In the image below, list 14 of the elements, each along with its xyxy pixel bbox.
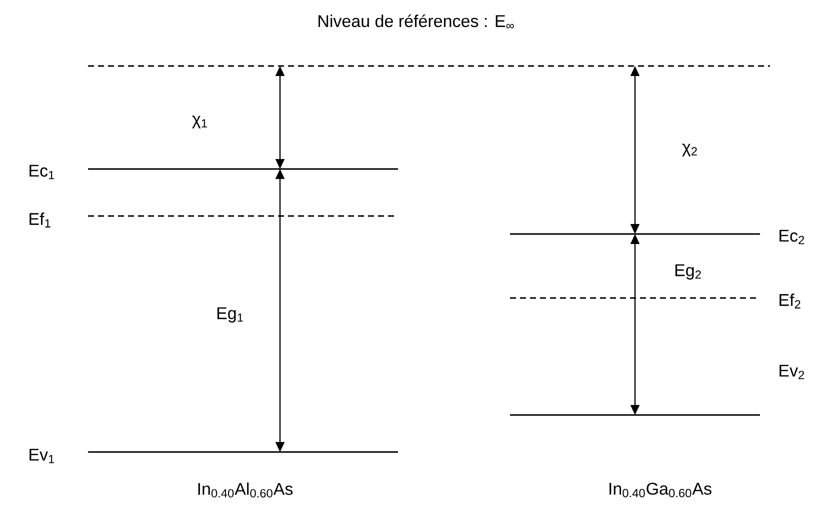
material-label: In$_{0.40}$Ga$_{0.60}$As	[610, 482, 712, 498]
level-label: Ef$_{2}$	[780, 294, 800, 308]
edge-label: Eg$_{1}$	[217, 307, 243, 323]
material-label: In$_{0.40}$Al$_{0.60}$As	[198, 482, 293, 498]
edge-label: χ$_{1}$	[192, 116, 207, 128]
energy-level-line: Ec$_{1}$	[30, 164, 398, 180]
edge-label: χ$_{2}$	[682, 144, 697, 156]
title: Niveau de références : E$_{∞}$	[318, 14, 514, 28]
energy-level-line: Ec$_{2}$	[510, 230, 804, 244]
energy-level-line: Ev$_{1}$	[30, 448, 398, 464]
level-label: Ef$_{1}$	[30, 212, 50, 228]
reference-level-line	[88, 65, 770, 67]
energy-level-line: Ev$_{2}$	[510, 364, 804, 416]
edge-label: Eg$_{2}$	[675, 264, 701, 280]
